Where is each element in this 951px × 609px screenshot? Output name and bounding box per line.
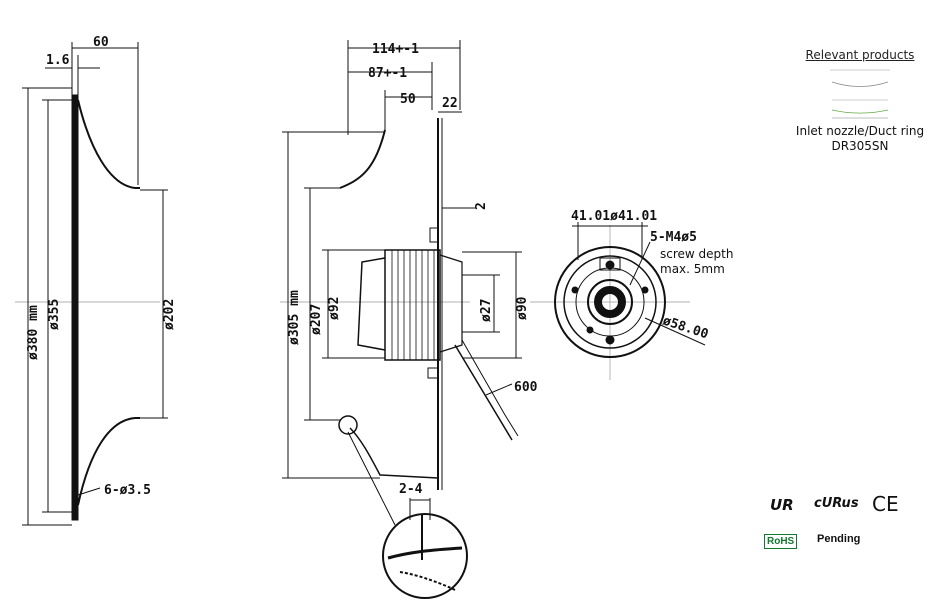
dim-92: ø92: [327, 297, 342, 320]
dim-impeller-diameter: ø305 mm: [287, 290, 302, 345]
nozzle-side-view: [15, 42, 168, 526]
product-thumbnail-space[interactable]: [830, 68, 890, 118]
dim-flange-diameter: ø355: [47, 299, 62, 330]
dim-gap: 2-4: [399, 482, 423, 497]
dim-22: 22: [442, 96, 458, 111]
product-caption-line1[interactable]: Inlet nozzle/Duct ring: [795, 124, 925, 138]
dim-cable: 600: [514, 380, 538, 395]
dim-length-2: 87+-1: [368, 66, 407, 81]
dim-hub: ø58.00: [661, 314, 710, 343]
ur-mark-icon: UR: [770, 496, 794, 514]
dim-holes: 6-ø3.5: [104, 483, 151, 498]
dim-outer-diameter: ø380 mm: [26, 305, 41, 360]
dim-90: ø90: [515, 296, 530, 320]
dim-inner-diameter: ø202: [162, 299, 177, 330]
rohs-badge: RoHS: [764, 534, 798, 549]
dim-screws: 5-M4ø5: [650, 230, 697, 245]
dim-overall-length: 114+-1: [372, 42, 419, 57]
dim-50: 50: [400, 92, 416, 107]
product-caption-line2[interactable]: DR305SN: [831, 139, 889, 153]
related-product-thumbnail: [830, 69, 890, 119]
dim-screw-spacing: 41.01ø41.01: [571, 209, 657, 224]
cur-mark-icon: cURus: [814, 496, 859, 511]
screw-note-line1: screw depth: [660, 247, 733, 261]
dim-27: ø27: [479, 299, 494, 322]
relevant-products-heading[interactable]: Relevant products: [805, 48, 915, 62]
impeller-side-view: [280, 40, 522, 599]
certification-marks: UR cURus CE: [764, 492, 924, 552]
dim-thickness: 1.6: [46, 53, 70, 68]
screw-note-line2: max. 5mm: [660, 262, 725, 276]
hub-front-view: [530, 222, 706, 380]
dim-depth: 60: [93, 35, 109, 50]
relevant-products: Relevant products Inlet nozzle/Duct ring…: [790, 48, 930, 154]
pending-label: Pending: [817, 533, 861, 545]
dim-2: 2: [474, 202, 489, 210]
dim-207: ø207: [309, 304, 324, 335]
ce-mark-icon: CE: [872, 492, 899, 516]
